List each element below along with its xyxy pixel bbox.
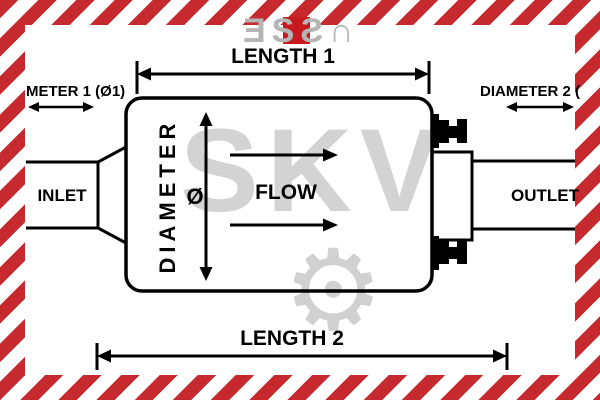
arrow-down-icon [199, 267, 213, 281]
arrow-left-icon [506, 102, 517, 112]
body-diameter-dimension: DIAMETER Ø [155, 112, 213, 281]
stud-end-nut [457, 119, 467, 143]
arrow-left-icon [28, 102, 39, 112]
terminal-stud-bottom [431, 236, 467, 270]
diagram-canvas [25, 25, 575, 375]
stud-nut [439, 120, 449, 143]
stud-end-nut [457, 240, 467, 264]
skv-brand-watermark: SKV [180, 105, 447, 237]
flow-indicator: FLOW [230, 148, 338, 232]
diameter1-label: METER 1 (Ø1) [26, 83, 125, 100]
terminal-stud-top [431, 114, 467, 148]
logo-red-square [283, 17, 310, 44]
esen-logo-watermark: ƎSƧ∩ [243, 12, 393, 52]
stud-plate [431, 236, 439, 270]
diameter2-dimension: DIAMETER 2 ( [480, 83, 580, 112]
arrow-right-icon [415, 67, 429, 81]
inlet-label: INLET [37, 186, 87, 205]
stud-nut [439, 241, 449, 264]
diameter-label: DIAMETER [155, 119, 180, 274]
arrow-right-icon [563, 102, 574, 112]
arrow-up-icon [199, 112, 213, 126]
diameter-symbol: Ø [186, 184, 203, 209]
length1-label: LENGTH 1 [231, 45, 335, 68]
arrow-right-icon [83, 102, 94, 112]
outlet-collar [430, 150, 474, 242]
arrow-right-icon [493, 349, 507, 363]
inlet-cone [96, 145, 127, 245]
diameter1-dimension: METER 1 (Ø1) [26, 83, 125, 112]
pump-body-group [26, 96, 575, 293]
arrow-right-icon [323, 218, 338, 232]
outlet-label: OUTLET [511, 186, 580, 205]
length2-label: LENGTH 2 [240, 327, 344, 350]
stud-shaft [449, 126, 457, 138]
flow-label: FLOW [255, 181, 317, 204]
arrow-right-icon [323, 148, 338, 162]
length1-dimension: LENGTH 1 [135, 45, 431, 94]
logo-letters: ƎSƧ∩ [243, 12, 360, 50]
diameter2-label: DIAMETER 2 ( [480, 83, 580, 100]
stud-plate [431, 114, 439, 148]
length2-dimension: LENGTH 2 [95, 327, 509, 370]
arrow-left-icon [137, 67, 151, 81]
stud-shaft [449, 247, 457, 259]
arrow-left-icon [97, 349, 111, 363]
